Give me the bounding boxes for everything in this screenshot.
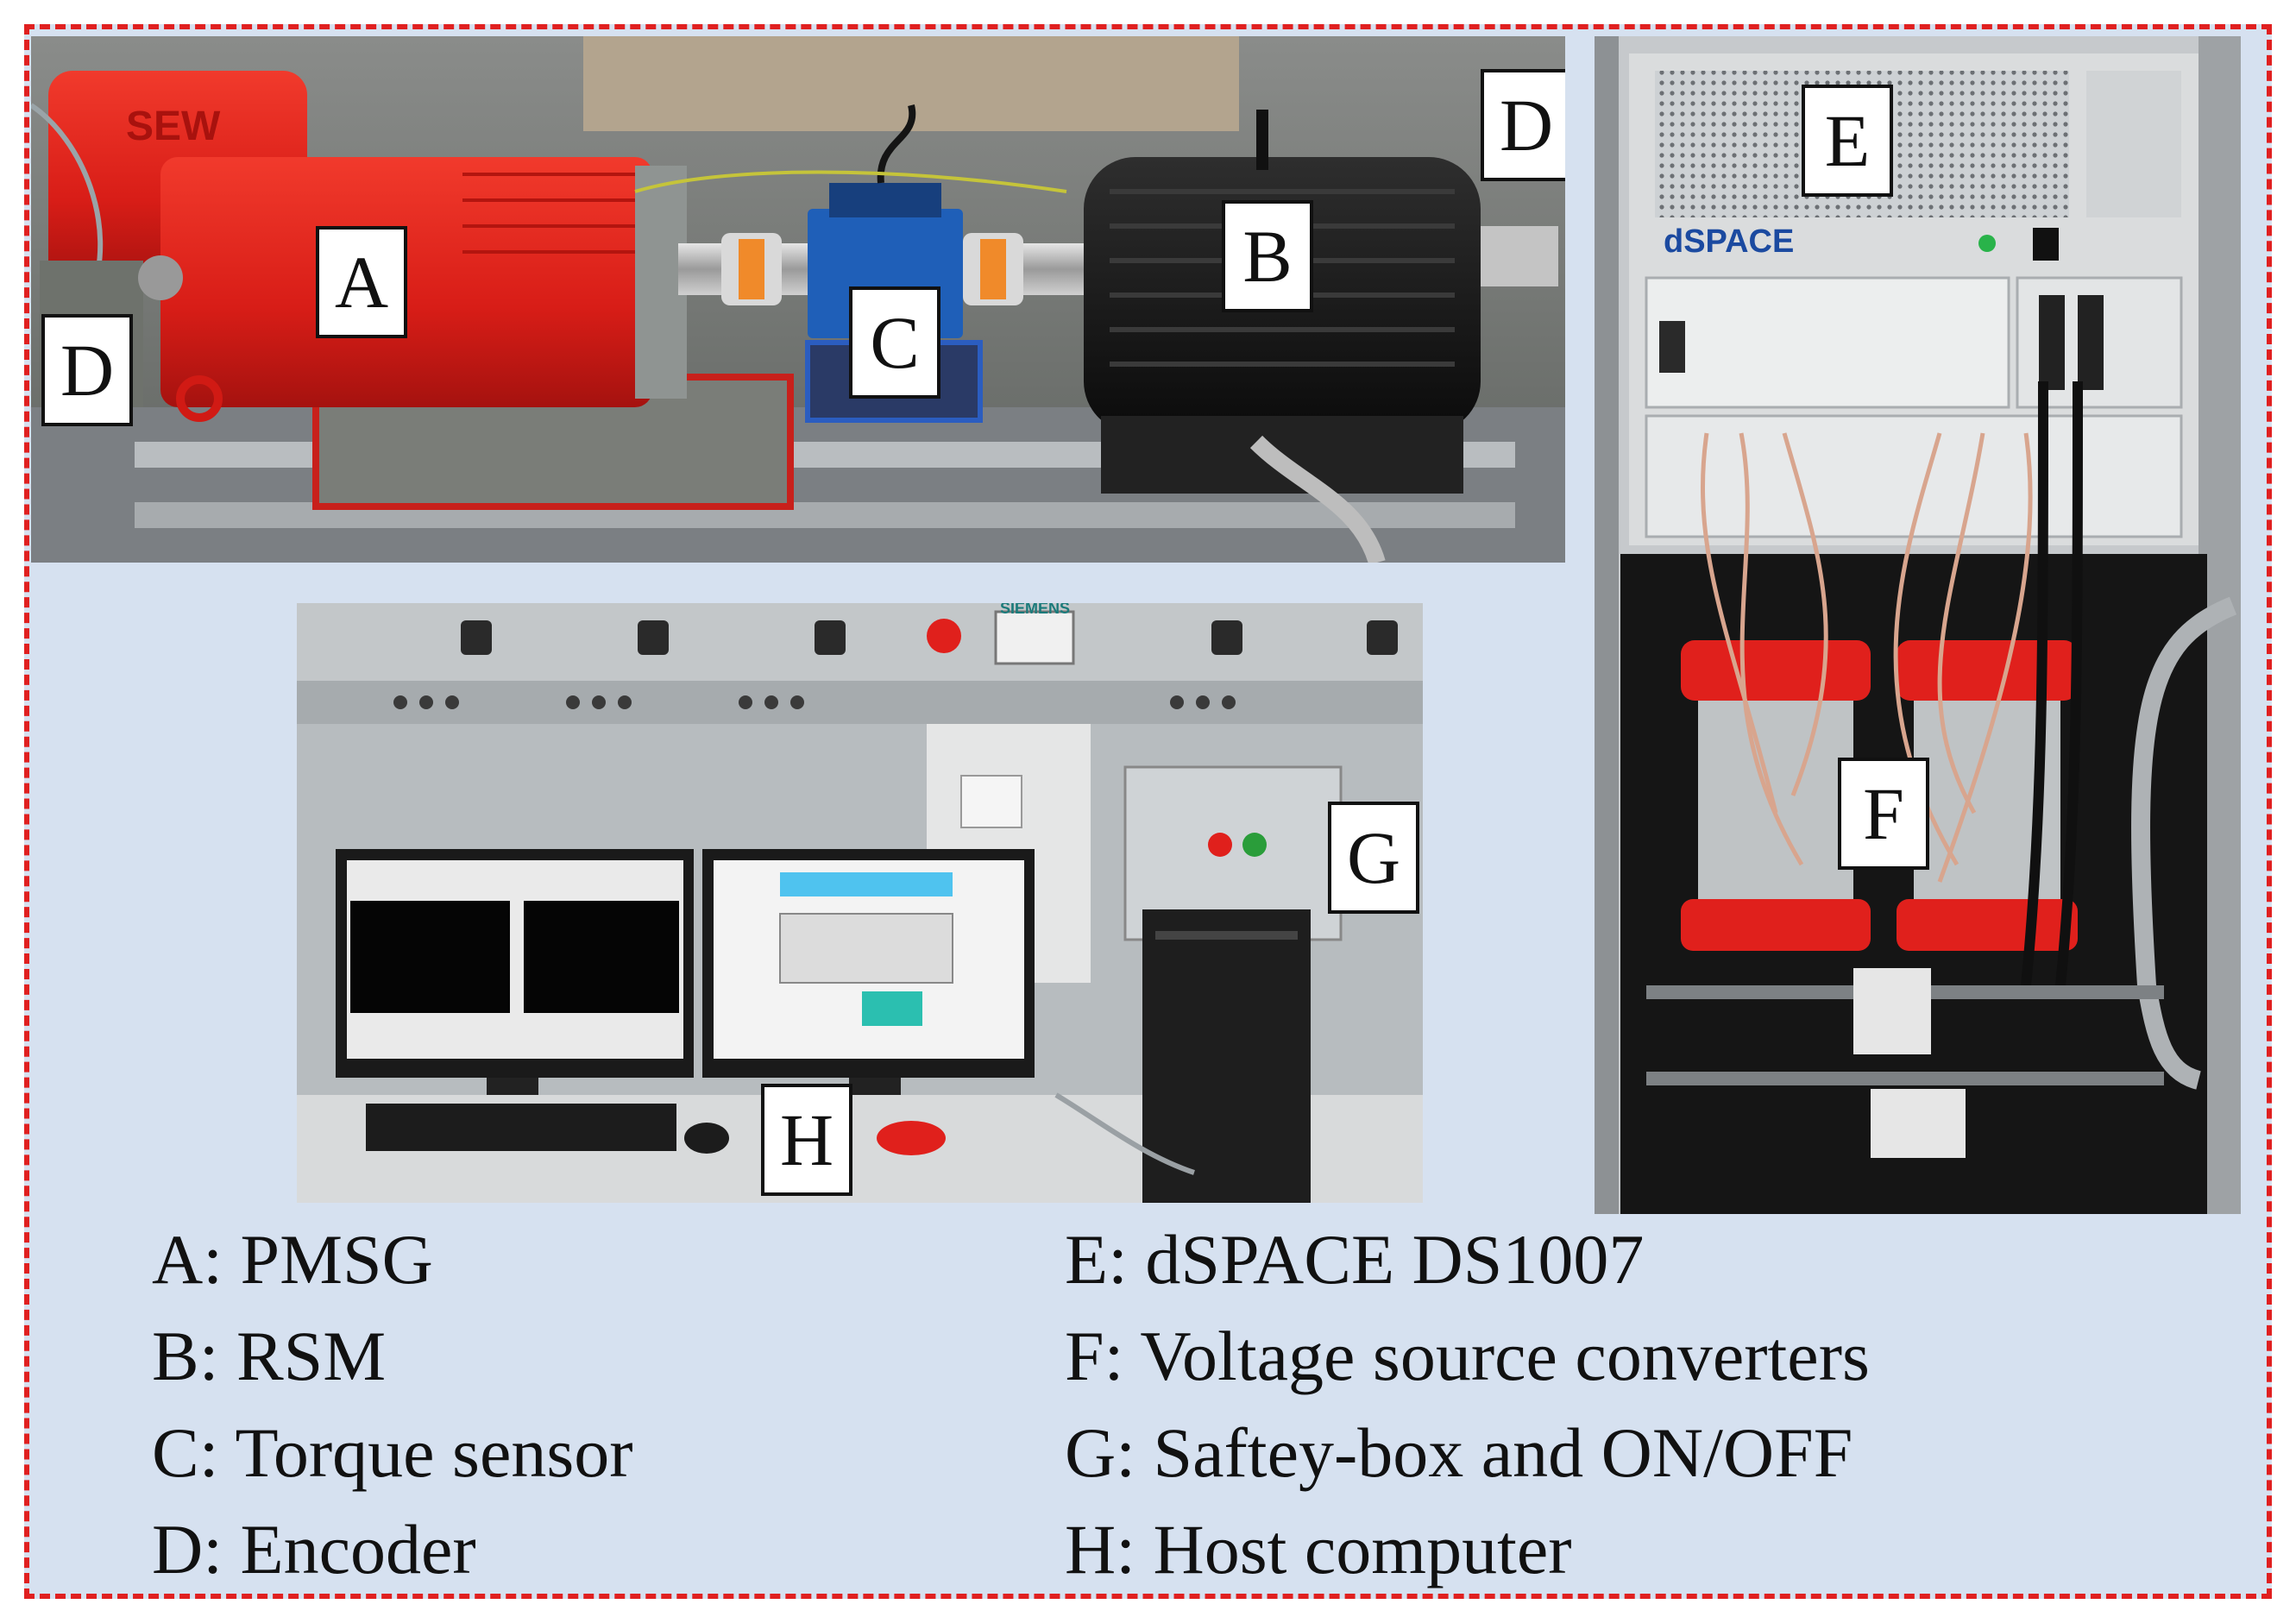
legend-item-e: E: dSPACE DS1007 bbox=[1065, 1220, 1645, 1299]
legend-item-f: F: Voltage source converters bbox=[1065, 1317, 1870, 1395]
testbench-photo: SEW bbox=[31, 36, 1565, 563]
legend-item-h: H: Host computer bbox=[1065, 1510, 1572, 1588]
testbench-image: SEW bbox=[31, 36, 1565, 563]
legend-item-a: A: PMSG bbox=[152, 1220, 433, 1299]
motor-brand-text: SEW bbox=[126, 104, 221, 149]
legend-item-b: B: RSM bbox=[152, 1317, 387, 1395]
dspace-brand-text: dSPACE bbox=[1664, 223, 1794, 260]
label-h-tag: H bbox=[761, 1084, 852, 1196]
workstation-photo: SIEMENS bbox=[297, 603, 1423, 1203]
legend-item-d: D: Encoder bbox=[152, 1510, 476, 1588]
label-f-tag: F bbox=[1838, 758, 1929, 870]
workstation-image: SIEMENS bbox=[297, 603, 1423, 1203]
label-g-tag: G bbox=[1328, 802, 1419, 914]
label-d-left-tag: D bbox=[41, 314, 133, 426]
cabinet-photo: dSPACE bbox=[1595, 36, 2241, 1214]
label-b-tag: B bbox=[1222, 200, 1313, 312]
label-e-tag: E bbox=[1802, 85, 1893, 197]
legend-item-g: G: Saftey-box and ON/OFF bbox=[1065, 1413, 1853, 1492]
siemens-brand-text: SIEMENS bbox=[1000, 603, 1070, 617]
figure-frame: SEW bbox=[24, 24, 2272, 1599]
legend-item-c: C: Torque sensor bbox=[152, 1413, 633, 1492]
label-d-right-tag: D bbox=[1481, 69, 1565, 181]
label-c-tag: C bbox=[849, 286, 940, 399]
cabinet-image: dSPACE bbox=[1595, 36, 2241, 1214]
label-a-tag: A bbox=[316, 226, 407, 338]
